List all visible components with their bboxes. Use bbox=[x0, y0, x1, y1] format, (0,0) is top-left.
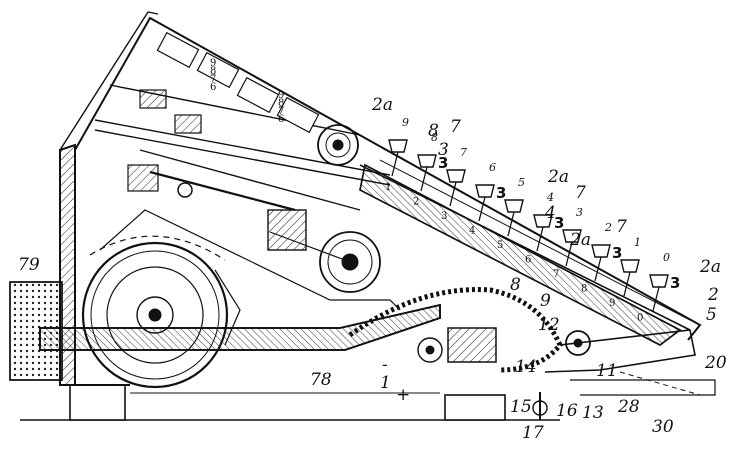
ref-label-8-2: 8 bbox=[510, 275, 521, 295]
gear-train bbox=[348, 287, 563, 373]
scale-digit: 1 bbox=[385, 182, 391, 193]
ref-label-7-2: 7 bbox=[575, 183, 586, 203]
front-linkage bbox=[532, 329, 716, 420]
ref-label-2a-4: 2a bbox=[699, 257, 721, 277]
ref-label-7-1: 7 bbox=[450, 117, 461, 137]
key-cap bbox=[504, 199, 524, 213]
ref-label-28: 28 bbox=[617, 397, 640, 417]
ref-label-8-1: 8 bbox=[428, 121, 439, 141]
flywheel bbox=[81, 235, 241, 389]
key-stem bbox=[420, 166, 428, 192]
ref-label-7-3: 7 bbox=[616, 217, 627, 237]
ref-label-78: 78 bbox=[310, 370, 332, 390]
scale-digit: 0 bbox=[637, 313, 643, 324]
key-number-label: 1 bbox=[634, 236, 641, 249]
counter-wheel-digit: 7 bbox=[210, 74, 216, 85]
key-stem bbox=[623, 271, 631, 297]
keyboard bbox=[359, 163, 682, 346]
ref-label-plus: + bbox=[396, 385, 410, 405]
key-stem bbox=[565, 241, 573, 267]
ref-label-9: 9 bbox=[540, 291, 551, 311]
motor-gear bbox=[177, 124, 381, 293]
scale-digit: 9 bbox=[609, 298, 615, 309]
ref-label-13: 13 bbox=[582, 403, 604, 423]
key-number-label: 8 bbox=[431, 131, 438, 144]
counter-wheel-digit: 6 bbox=[210, 82, 216, 93]
key-digit-label: 3 bbox=[496, 184, 506, 202]
counter-wheel-digit: 8 bbox=[210, 66, 216, 77]
counter-wheel-digit: 9 bbox=[278, 90, 284, 101]
key-cap bbox=[388, 139, 408, 153]
key-stem bbox=[594, 256, 602, 282]
scale-digit: 3 bbox=[441, 211, 447, 222]
ref-label-14: 14 bbox=[515, 357, 537, 377]
key-stem bbox=[652, 286, 660, 312]
counter-wheel-digit: 7 bbox=[278, 106, 284, 117]
drive-shaft bbox=[39, 303, 441, 351]
scale-digit: 8 bbox=[581, 284, 587, 295]
ref-label-2: 2 bbox=[707, 285, 719, 305]
key-digit-label: 3 bbox=[554, 214, 564, 232]
ref-label-2a-1: 2a bbox=[371, 95, 393, 115]
carriage-rods bbox=[94, 84, 691, 331]
key-number-label: 3 bbox=[576, 206, 583, 219]
key-number-label: 9 bbox=[402, 116, 409, 129]
ref-label-2a-2: 2a bbox=[547, 167, 569, 187]
key-number-label: 5 bbox=[518, 176, 525, 189]
ref-label-5: 5 bbox=[706, 305, 717, 325]
key-cap bbox=[649, 274, 669, 288]
ref-label-20: 20 bbox=[704, 353, 727, 373]
key-cap bbox=[446, 169, 466, 183]
ref-label-minus: - bbox=[382, 355, 388, 375]
ref-label-17: 17 bbox=[522, 423, 544, 443]
key-cap bbox=[533, 214, 553, 228]
scale-digit: 2 bbox=[413, 197, 419, 208]
key-number-label: 2 bbox=[604, 221, 612, 234]
ref-label-16: 16 bbox=[556, 401, 578, 421]
ref-label-12: 12 bbox=[538, 315, 560, 335]
key-digit-label: 3 bbox=[438, 154, 448, 172]
counter-wheel-digit: 9 bbox=[210, 58, 216, 69]
key-stem bbox=[507, 211, 515, 237]
key-number-label: 4 bbox=[546, 191, 554, 204]
ref-label-3: 3 bbox=[438, 140, 449, 160]
key-stem bbox=[536, 226, 544, 252]
key-stem bbox=[449, 181, 457, 207]
scale-digit: 6 bbox=[525, 255, 531, 266]
ref-label-79: 79 bbox=[18, 255, 40, 275]
base-plate bbox=[20, 384, 560, 421]
scale-digit: 7 bbox=[553, 269, 559, 280]
key-stem bbox=[478, 196, 486, 222]
key-digit-label: 3 bbox=[612, 244, 622, 262]
ref-label-11: 11 bbox=[596, 361, 618, 381]
key-caps bbox=[388, 139, 669, 312]
counter-wheel-digit: 6 bbox=[278, 114, 284, 125]
key-cap bbox=[620, 259, 640, 273]
ref-label-2a-3: 2a bbox=[569, 230, 591, 250]
key-cap bbox=[417, 154, 437, 168]
key-number-label: 0 bbox=[663, 251, 670, 264]
ref-label-30: 30 bbox=[652, 417, 674, 437]
key-stem bbox=[391, 151, 399, 177]
key-cap bbox=[562, 229, 582, 243]
register-wheels bbox=[127, 31, 320, 192]
scale-digit: 5 bbox=[497, 240, 503, 251]
ref-label-15: 15 bbox=[510, 397, 532, 417]
key-cap bbox=[475, 184, 495, 198]
key-number-label: 6 bbox=[489, 161, 496, 174]
key-digit-label: 3 bbox=[670, 274, 680, 292]
counter-wheel-digit: 8 bbox=[278, 98, 284, 109]
key-cap bbox=[591, 244, 611, 258]
ref-label-1: 1 bbox=[380, 373, 391, 393]
reference-labels: 79 78 1 + - 2 2a 2a 2a 2a 3 4 5 7 7 7 8 … bbox=[18, 95, 727, 443]
ref-label-4: 4 bbox=[544, 203, 556, 223]
scale-digit: 4 bbox=[469, 226, 475, 237]
key-number-label: 7 bbox=[460, 146, 467, 159]
